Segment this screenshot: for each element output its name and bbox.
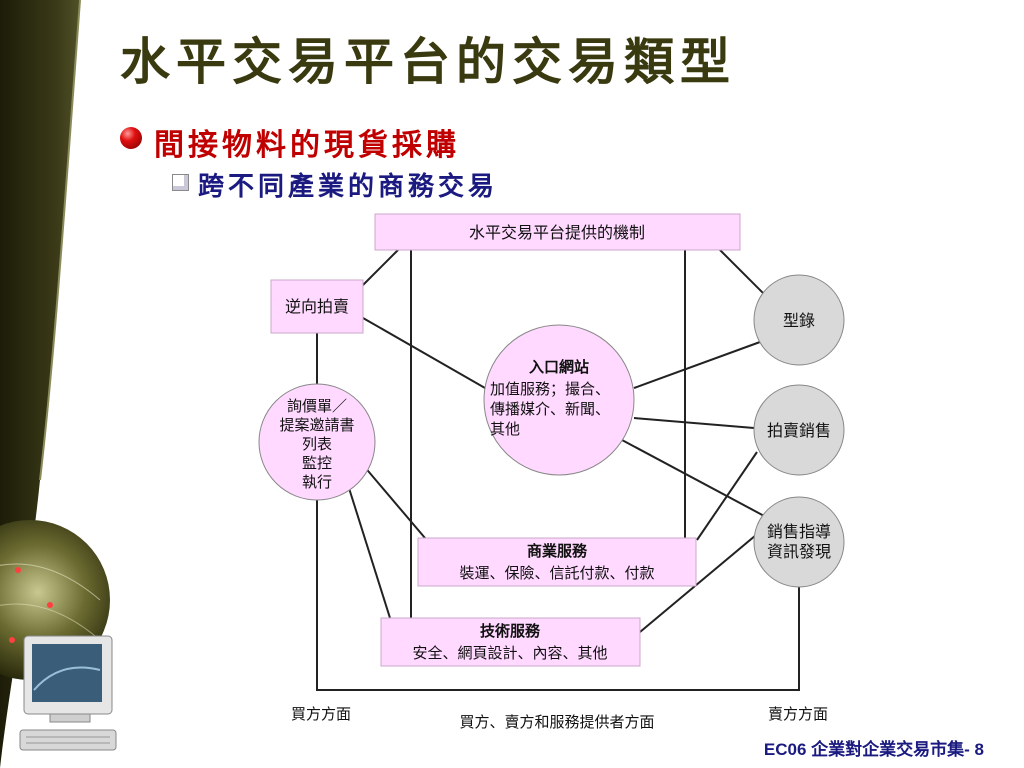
portal-line: 傳播媒介、新聞、 [490, 400, 610, 418]
rfq-line: 提案邀請書 [279, 416, 354, 434]
reverse-auction-box: 逆向拍賣 [270, 279, 364, 334]
slide-title: 水平交易平台的交易類型 [120, 32, 736, 91]
bullet-level1: 間接物料的現貨採購 [154, 128, 460, 163]
rfq-line: 列表 [302, 435, 332, 453]
business-services-desc: 裝運、保險、信託付款、付款 [459, 564, 654, 582]
auction-sales-circle: 拍賣銷售 [753, 384, 845, 476]
sales-guidance-line: 資訊發現 [767, 542, 831, 561]
tech-services-desc: 安全、網頁設計、內容、其他 [412, 644, 607, 662]
portal-line: 加值服務；撮合、 [490, 380, 610, 398]
all-parties-label: 買方、賣方和服務提供者方面 [459, 713, 654, 731]
portal-title: 入口網站 [529, 358, 589, 376]
slide-footer: EC06 企業對企業交易市集- 8 [763, 740, 984, 759]
bullet-level2: 跨不同產業的商務交易 [198, 172, 499, 202]
reverse-auction-label: 逆向拍賣 [285, 297, 349, 316]
red-sphere-bullet-icon [120, 127, 142, 149]
rfq-line: 監控 [302, 454, 332, 472]
keyboard-icon [19, 729, 117, 751]
left-decoration [0, 0, 117, 768]
sales-guidance-circle: 銷售指導 資訊發現 [753, 496, 845, 588]
catalog-label: 型錄 [783, 311, 815, 330]
computer-monitor-icon [23, 635, 113, 723]
auction-sales-label: 拍賣銷售 [767, 421, 831, 440]
business-services-box: 商業服務 裝運、保險、信託付款、付款 [417, 537, 697, 587]
sales-guidance-line: 銷售指導 [767, 522, 831, 541]
buyer-side-label: 買方方面 [291, 705, 351, 723]
rfq-line: 執行 [302, 473, 332, 491]
portal-line: 其他 [490, 420, 520, 438]
connector-lines [316, 249, 800, 691]
rfq-line: 詢價單／ [287, 397, 347, 415]
seller-side-label: 賣方方面 [768, 705, 828, 723]
portal-circle: 入口網站 加值服務；撮合、 傳播媒介、新聞、 其他 [483, 324, 635, 476]
platform-mechanism-box: 水平交易平台提供的機制 [374, 213, 741, 251]
business-services-title: 商業服務 [527, 542, 588, 560]
square-bullet-icon [172, 174, 189, 191]
catalog-circle: 型錄 [753, 274, 845, 366]
platform-box-label: 水平交易平台提供的機制 [469, 223, 645, 242]
tech-services-box: 技術服務 安全、網頁設計、內容、其他 [380, 617, 641, 667]
rfq-circle: 詢價單／ 提案邀請書 列表 監控 執行 [258, 383, 376, 501]
tech-services-title: 技術服務 [480, 622, 541, 640]
